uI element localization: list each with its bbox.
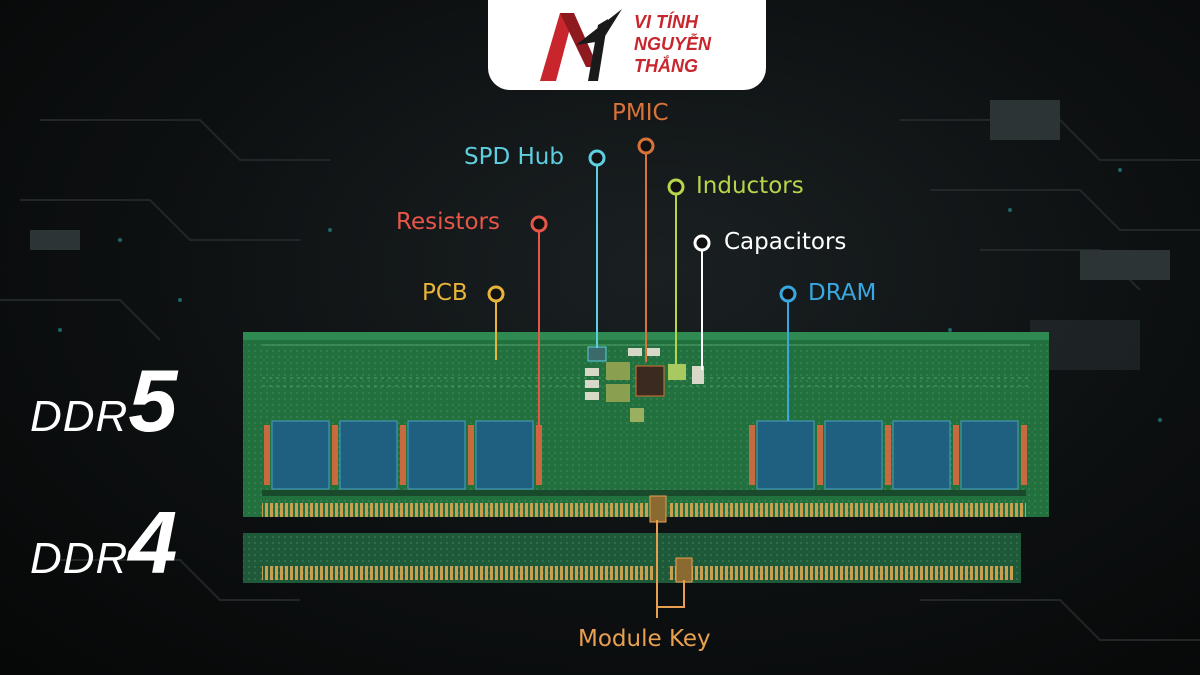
label-dram: DRAM bbox=[808, 280, 877, 306]
label-spd-hub: SPD Hub bbox=[464, 144, 564, 170]
ddr4-number: 4 bbox=[128, 493, 178, 592]
label-resistors: Resistors bbox=[396, 209, 500, 235]
logo-mark-icon bbox=[540, 9, 622, 81]
label-pmic: PMIC bbox=[612, 100, 669, 126]
label-pcb: PCB bbox=[422, 280, 468, 306]
label-module-key: Module Key bbox=[578, 626, 711, 652]
ddr5-prefix: DDR bbox=[30, 392, 129, 441]
label-inductors: Inductors bbox=[696, 173, 804, 199]
ddr4-module bbox=[243, 533, 1021, 583]
ddr4-prefix: DDR bbox=[30, 534, 129, 583]
logo-text-line-3: THẮNG bbox=[634, 56, 698, 76]
logo-text-line-2: NGUYỄN bbox=[634, 34, 712, 54]
logo-text-line-1: VI TÍNH bbox=[634, 12, 699, 32]
brand-logo: VI TÍNH NGUYỄN THẮNG bbox=[488, 0, 766, 90]
ddr5-number: 5 bbox=[128, 351, 178, 450]
ddr5-label: DDR5 bbox=[30, 350, 177, 452]
label-capacitors: Capacitors bbox=[724, 229, 847, 255]
ddr4-label: DDR4 bbox=[30, 492, 177, 594]
